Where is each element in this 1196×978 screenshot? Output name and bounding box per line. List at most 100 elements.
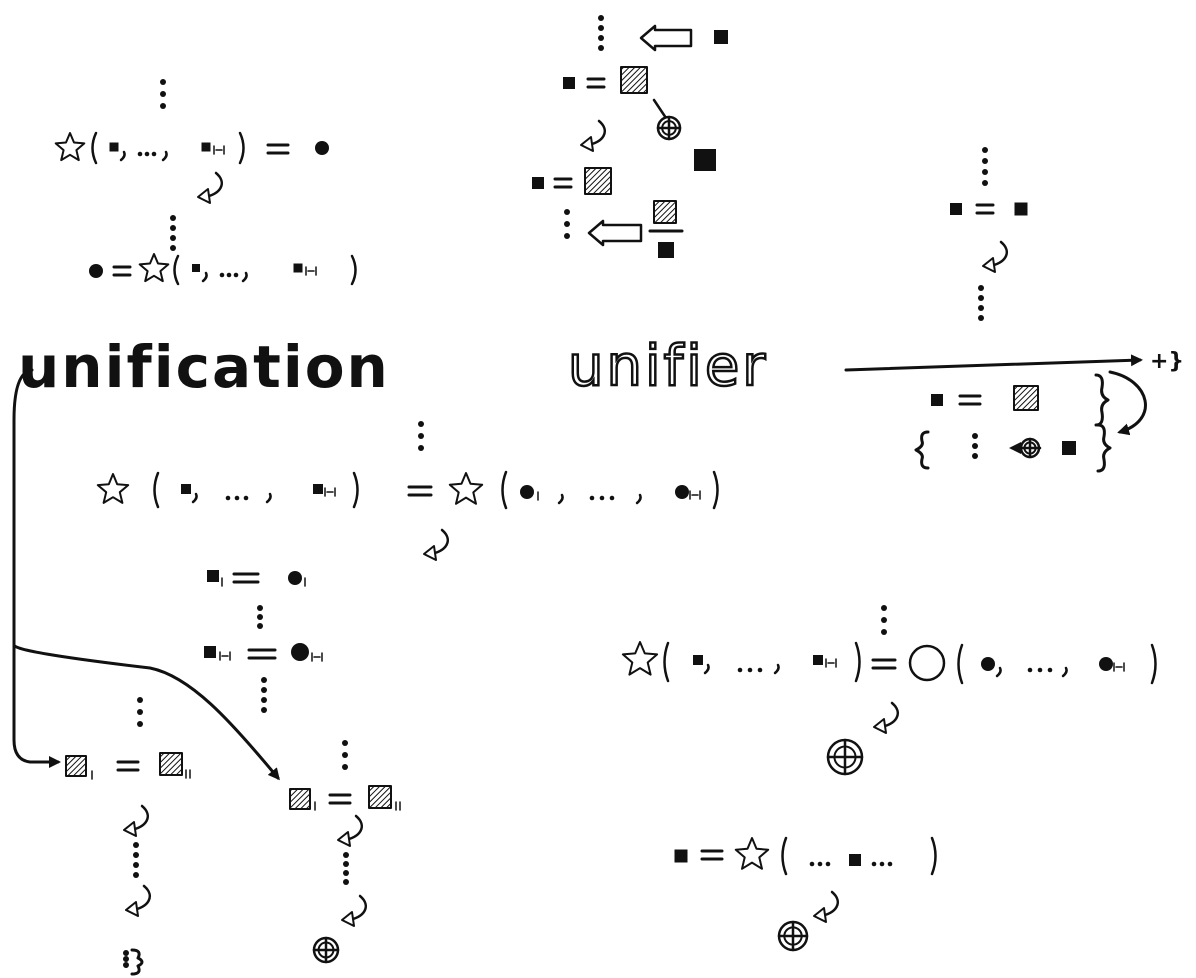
ellipsis-dot xyxy=(747,667,753,673)
ellipsis-dot xyxy=(137,151,143,157)
vertical-dot xyxy=(881,629,887,635)
vertical-dot xyxy=(160,91,166,97)
ellipsis-dot xyxy=(737,667,743,673)
ellipsis-dot xyxy=(1047,667,1053,673)
vertical-dot xyxy=(978,295,984,301)
star-icon xyxy=(54,132,86,162)
vertical-dot xyxy=(137,697,143,703)
hatched-square-glyph xyxy=(65,755,87,777)
vertical-dot xyxy=(261,677,267,683)
fail-cross xyxy=(656,115,682,141)
curved-arrowhead xyxy=(125,901,139,917)
open-paren-glyph xyxy=(501,470,508,510)
vertical-dot xyxy=(257,623,263,629)
curved-arrowhead xyxy=(423,545,437,561)
black-dot-glyph xyxy=(288,571,302,585)
black-square-glyph xyxy=(849,854,861,866)
equals-glyph xyxy=(232,572,260,584)
ellipsis-dot xyxy=(817,861,823,867)
black-square-glyph xyxy=(192,264,200,272)
vertical-dot xyxy=(123,962,129,968)
vertical-dot xyxy=(133,872,139,878)
vertical-dot xyxy=(598,15,604,21)
comma-glyph xyxy=(119,150,126,162)
star-icon xyxy=(734,837,770,870)
unification-branch-right xyxy=(12,643,280,781)
star-icon xyxy=(96,473,130,504)
vertical-dot xyxy=(564,209,570,215)
close-paren-glyph xyxy=(238,131,245,165)
curved-arrowhead xyxy=(580,136,594,152)
equals-glyph xyxy=(586,77,606,89)
subscript-n-mark xyxy=(324,487,336,497)
comma-glyph xyxy=(557,493,564,505)
vertical-dot xyxy=(598,35,604,41)
close-paren-glyph xyxy=(1150,643,1157,685)
hatched-square-glyph xyxy=(653,200,677,224)
black-dot-glyph xyxy=(89,264,103,278)
vertical-dot xyxy=(342,740,348,746)
curved-arrowhead xyxy=(123,821,137,837)
black-dot-glyph xyxy=(315,141,329,155)
star-icon xyxy=(138,253,170,283)
vertical-dot xyxy=(160,79,166,85)
ellipsis-dot xyxy=(757,667,763,673)
fail-cross xyxy=(826,738,864,776)
curved-arrowhead xyxy=(813,907,827,923)
equals-glyph xyxy=(407,485,433,497)
ellipsis-dot xyxy=(219,272,225,278)
vertical-dot xyxy=(982,180,988,186)
equals-glyph xyxy=(700,849,724,861)
comma-glyph xyxy=(265,492,272,504)
hatched-square-glyph xyxy=(289,788,311,810)
comma-glyph xyxy=(201,271,208,283)
ellipsis-dot xyxy=(243,495,249,501)
ellipsis-dot xyxy=(144,151,150,157)
black-square-glyph xyxy=(563,77,575,89)
black-square-glyph xyxy=(714,30,728,44)
vertical-dot xyxy=(982,169,988,175)
hatched-square-glyph xyxy=(159,752,183,776)
comma-glyph xyxy=(635,493,642,505)
vertical-dot xyxy=(598,45,604,51)
close-paren-glyph xyxy=(854,641,861,683)
open-paren-glyph xyxy=(153,471,160,509)
vertical-dot xyxy=(170,245,176,251)
vertical-dot xyxy=(170,215,176,221)
star-icon xyxy=(621,641,659,676)
black-dot-glyph xyxy=(291,643,309,661)
vertical-dot xyxy=(133,862,139,868)
vertical-dot xyxy=(343,879,349,885)
vertical-dot xyxy=(342,752,348,758)
comma-glyph xyxy=(1061,666,1068,678)
vertical-dot xyxy=(978,305,984,311)
unification-branch-left xyxy=(12,368,61,768)
open-paren-glyph xyxy=(957,643,964,685)
unifier-output-arrow xyxy=(844,354,1143,372)
comma-glyph xyxy=(995,666,1002,678)
ellipsis-dot xyxy=(151,151,157,157)
black-square-glyph xyxy=(950,203,962,215)
black-square-glyph xyxy=(693,655,703,665)
ellipsis-dot xyxy=(225,495,231,501)
curved-arrowhead xyxy=(341,911,355,927)
hollow-left-arrow-icon xyxy=(639,24,693,52)
subscript-n-mark xyxy=(689,490,701,500)
black-square-glyph xyxy=(201,142,211,152)
vertical-dot xyxy=(160,103,166,109)
curly-brace-glyph xyxy=(914,430,930,470)
fail-cross xyxy=(1019,437,1041,459)
black-square-glyph xyxy=(532,177,544,189)
vertical-dot xyxy=(123,956,129,962)
black-square-glyph xyxy=(109,142,119,152)
star-icon xyxy=(448,472,484,505)
vertical-dot xyxy=(978,315,984,321)
black-square-glyph xyxy=(1014,202,1028,216)
black-square-glyph xyxy=(694,149,716,171)
curly-brace-glyph xyxy=(1094,373,1110,427)
black-square-glyph xyxy=(813,655,823,665)
ellipsis-dot xyxy=(825,861,831,867)
vertical-dot xyxy=(343,870,349,876)
vertical-dot xyxy=(137,721,143,727)
